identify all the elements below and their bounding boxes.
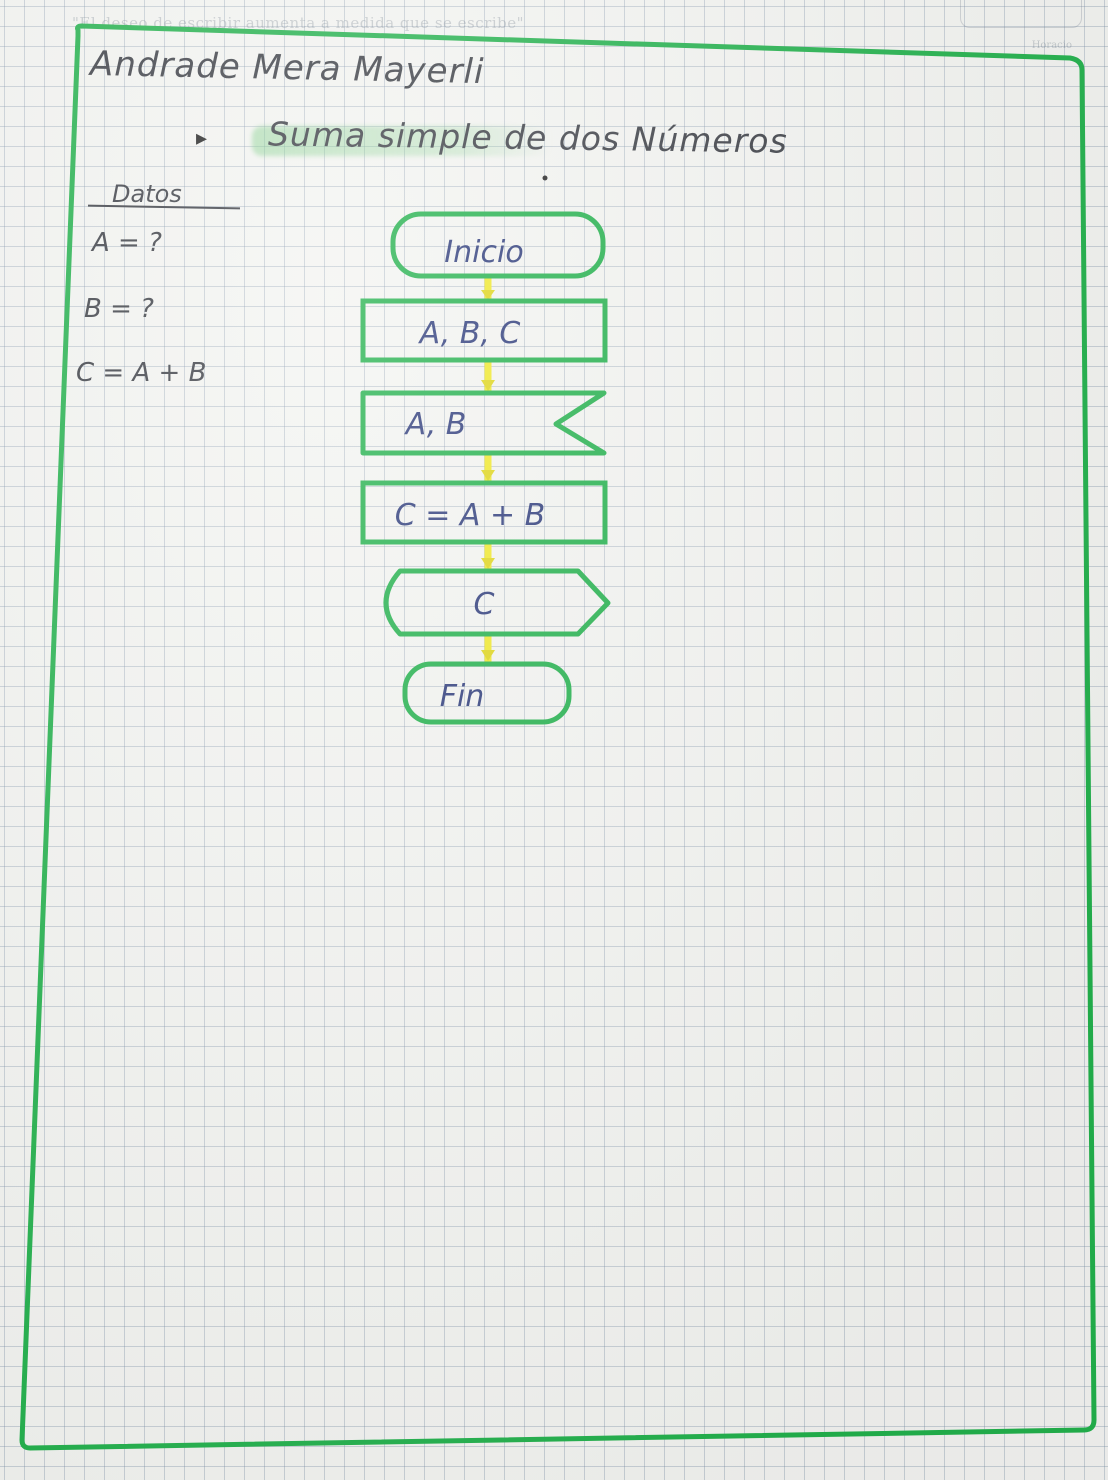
arrowhead-start-declare (481, 290, 495, 300)
notebook-header-author: Horacio (1031, 40, 1072, 51)
node-start: Inicio (390, 211, 606, 279)
node-output-label: C (474, 587, 495, 622)
bullet-icon: ▸ (196, 126, 208, 151)
page-border (19, 23, 1097, 1451)
node-declare: A, B, C (360, 298, 608, 363)
node-input-label: A, B (404, 407, 467, 442)
datos-line-b: B = ? (84, 294, 154, 324)
node-declare-label: A, B, C (418, 316, 521, 351)
node-end-label: Fin (440, 679, 485, 714)
arrowhead-declare-input (481, 380, 495, 391)
node-input: A, B (360, 390, 607, 456)
ink-dot (542, 175, 548, 181)
node-output: C (383, 568, 611, 637)
node-calc-label: C = A + B (395, 498, 545, 533)
datos-heading: Datos (112, 180, 182, 208)
arrowhead-output-end (481, 650, 495, 661)
arrowhead-input-calc (481, 470, 495, 481)
arrowhead-calc-output (481, 558, 495, 569)
node-start-label: Inicio (444, 235, 523, 270)
datos-line-a: A = ? (92, 228, 162, 258)
notebook-header-box (960, 0, 1082, 28)
node-end: Fin (402, 661, 572, 725)
title-highlight (252, 126, 552, 156)
flowchart-connectors (481, 276, 495, 664)
node-calc: C = A + B (360, 480, 608, 545)
datos-line-c: C = A + B (76, 358, 207, 388)
